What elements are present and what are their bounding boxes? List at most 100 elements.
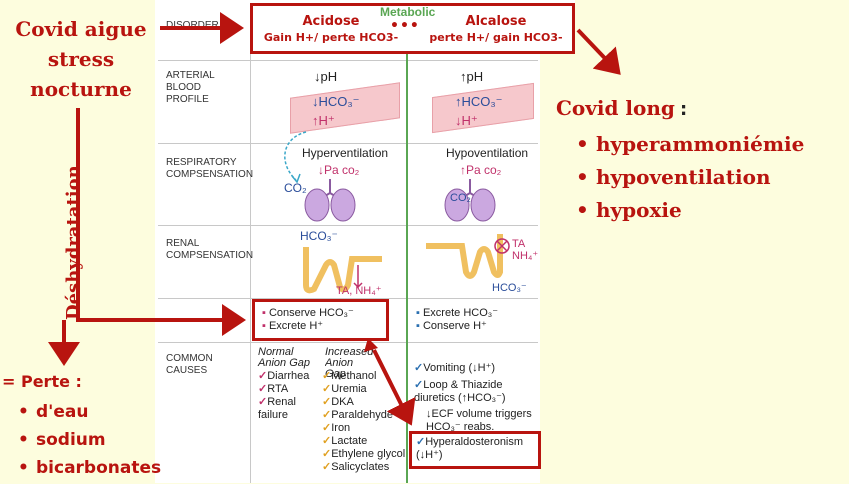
list-item: ✓RTA (258, 383, 289, 395)
check-icon: ✓ (322, 409, 332, 421)
check-icon: ✓ (322, 370, 332, 382)
list-item: ✓Methanol (322, 370, 377, 382)
list-item: ✓Paraldehyde (322, 409, 393, 421)
acid-h: ↑H⁺ (312, 113, 335, 128)
acid-ventilation: Hyperventilation (302, 146, 389, 160)
bullet-icon: ▪ (262, 320, 269, 332)
row-divider (158, 143, 538, 144)
acid-co2: CO₂ (284, 181, 307, 195)
alk-lungs-icon (444, 179, 496, 222)
alk-ph: ↑pH (460, 69, 484, 84)
alk-ventilation: Hypoventilation (446, 146, 529, 160)
list-item: ✓Uremia (322, 383, 367, 395)
left-title: Covid aigue stress nocturne (0, 14, 162, 104)
loss-label: = Perte : (2, 372, 82, 391)
bullet-icon: ▪ (262, 307, 269, 319)
metabolic-label: Metabolic (380, 5, 436, 19)
list-item: ✓Vomiting (↓H⁺) (414, 362, 496, 374)
dots-connector: ••• (390, 18, 420, 34)
acid-ph: ↓pH (314, 69, 338, 84)
alk-nephron-icon (426, 234, 510, 279)
column-divider (250, 0, 251, 483)
alk-renal-excrete-text: Excrete HCO₃⁻ (422, 307, 499, 319)
top-box-background (250, 0, 575, 54)
alk-renal-excrete: ▪ Excrete HCO₃⁻ (416, 307, 498, 320)
acid-paco2: ↓Pa co₂ (318, 163, 360, 177)
check-icon: ✓ (322, 461, 332, 473)
left-title-line2: stress (47, 47, 115, 71)
alk-ta-nh: TA NH₄⁺ (512, 238, 539, 262)
acid-renal-conserve: ▪ Conserve HCO₃⁻ (262, 307, 354, 320)
row-label-renal: RENAL COMPSENSATION (166, 238, 254, 261)
list-item: ↓ECF volume triggers HCO₃⁻ reabs. (426, 408, 532, 433)
hyperaldo-highlight-box (409, 431, 541, 469)
diagram-panel (155, 0, 540, 483)
increased-anion-gap-title: Increased Anion Gap (325, 347, 405, 380)
check-icon: ✓ (258, 383, 268, 395)
increased-anion-gap-text: Increased Anion Gap (325, 347, 374, 380)
row-divider (158, 298, 538, 299)
check-icon: ✓ (416, 436, 426, 448)
list-item: d'eau (16, 400, 161, 428)
double-arrow-head-icon (364, 338, 378, 352)
acid-nephron-icon (303, 247, 382, 294)
check-icon: ✓ (258, 396, 268, 408)
row-label-causes: COMMON CAUSES (166, 353, 213, 376)
check-icon: ✓ (414, 362, 424, 374)
acid-hco3: ↓HCO₃⁻ (312, 94, 360, 109)
check-icon: ✓ (414, 379, 424, 391)
alk-hco3: ↑HCO₃⁻ (455, 94, 503, 109)
alcalose-subtitle: perte H+/ gain HCO3- (429, 31, 563, 44)
bullet-icon: ▪ (416, 307, 423, 319)
list-item: ✓Lactate (322, 435, 368, 447)
double-arrow-renal-hyperaldo (372, 349, 416, 426)
check-icon: ✓ (322, 396, 332, 408)
row-divider (158, 225, 538, 226)
acidose-title: Acidose (302, 14, 360, 29)
check-icon: ✓ (322, 383, 332, 395)
list-item: ✓Diarrhea (258, 370, 310, 382)
check-icon: ✓ (258, 370, 268, 382)
list-item: ✓Renal failure (258, 396, 296, 421)
list-item: ✓Iron (322, 422, 351, 434)
alk-h: ↓H⁺ (455, 113, 478, 128)
right-title: Covid long : (556, 96, 687, 120)
right-title-text: Covid long (556, 96, 675, 120)
alk-hyperaldo: ✓Hyperaldosteronism (↓H⁺) (416, 436, 538, 462)
alk-co2: CO₂ (450, 192, 471, 204)
check-icon: ✓ (322, 422, 332, 434)
list-item: hyperammoniémie (574, 130, 804, 163)
alcalose-title: Alcalose (465, 14, 527, 29)
check-icon: ✓ (322, 435, 332, 447)
row-divider (158, 342, 538, 343)
normal-gap-list: ✓Diarrhea ✓RTA ✓Renal failure (258, 370, 320, 422)
acid-ta-nh: TA, NH₄⁺ (336, 285, 382, 297)
list-item: ✓Ethylene glycol (322, 448, 406, 460)
column-divider-green (406, 0, 408, 483)
acid-renal-highlight-box (252, 299, 389, 341)
row-label-resp: RESPIRATORY COMPSENSATION (166, 157, 254, 180)
list-item: hypoventilation (574, 163, 804, 196)
acid-renal-excrete: ▪ Excrete H⁺ (262, 320, 323, 333)
check-icon: ✓ (322, 448, 332, 460)
alk-paco2: ↑Pa co₂ (460, 163, 502, 177)
alk-renal-conserve: ▪ Conserve H⁺ (416, 320, 487, 333)
list-item: bicarbonates (16, 456, 161, 484)
right-list: hyperammoniémie hypoventilation hypoxie (574, 130, 804, 229)
row-divider (158, 60, 538, 61)
increased-gap-list: ✓Methanol ✓Uremia ✓DKA ✓Paraldehyde ✓Iro… (322, 370, 406, 474)
normal-anion-gap-title: Normal Anion Gap (258, 346, 310, 369)
list-item: ✓Salicyclates (322, 461, 390, 473)
disorder-label: DISORDER (166, 20, 219, 31)
alk-causes-list: ✓Vomiting (↓H⁺) ✓Loop & Thiazide diureti… (414, 362, 540, 434)
arrow-to-covid-long (576, 28, 621, 75)
top-highlight-box (250, 3, 575, 54)
right-title-colon: : (679, 99, 688, 120)
left-title-line1: Covid aigue (15, 17, 147, 41)
acid-lungs-icon (304, 179, 356, 222)
list-item: ✓DKA (322, 396, 354, 408)
alk-renal-conserve-text: Conserve H⁺ (422, 320, 487, 332)
acidose-subtitle: Gain H+/ perte HCO3- (263, 31, 399, 44)
list-item: hypoxie (574, 196, 804, 229)
